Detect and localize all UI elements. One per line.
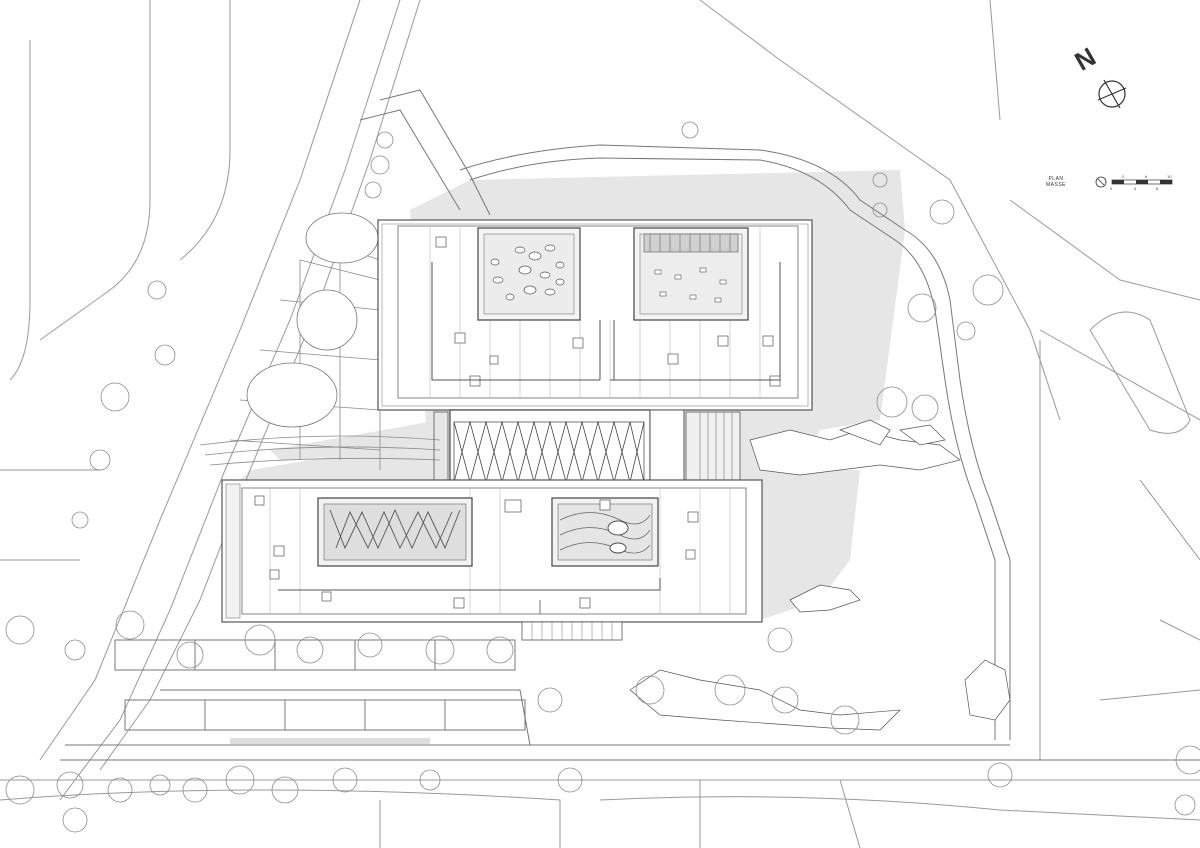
scale-tick: 10 — [1167, 174, 1172, 179]
scale-bar — [1095, 176, 1173, 188]
scale-tick: 8 — [1156, 186, 1159, 191]
plan-title-line1: PLAN — [1048, 176, 1064, 182]
rock-garden — [629, 419, 1011, 731]
site-boundary — [359, 89, 1011, 740]
scale-tick: 0 — [1110, 186, 1113, 191]
south-building — [221, 479, 763, 641]
parking-area — [60, 639, 1200, 761]
north-building — [377, 219, 813, 411]
scale-tick: 6 — [1145, 174, 1148, 179]
plan-title-line2: MASSE — [1045, 182, 1066, 188]
central-connector — [433, 409, 741, 495]
plan-title: PLAN MASSE — [1038, 176, 1074, 188]
scale-tick: 4 — [1134, 186, 1137, 191]
trees — [5, 121, 1200, 833]
scale-tick: 2 — [1122, 174, 1125, 179]
north-arrow-icon — [1097, 79, 1127, 109]
plaza-grid — [199, 212, 441, 470]
